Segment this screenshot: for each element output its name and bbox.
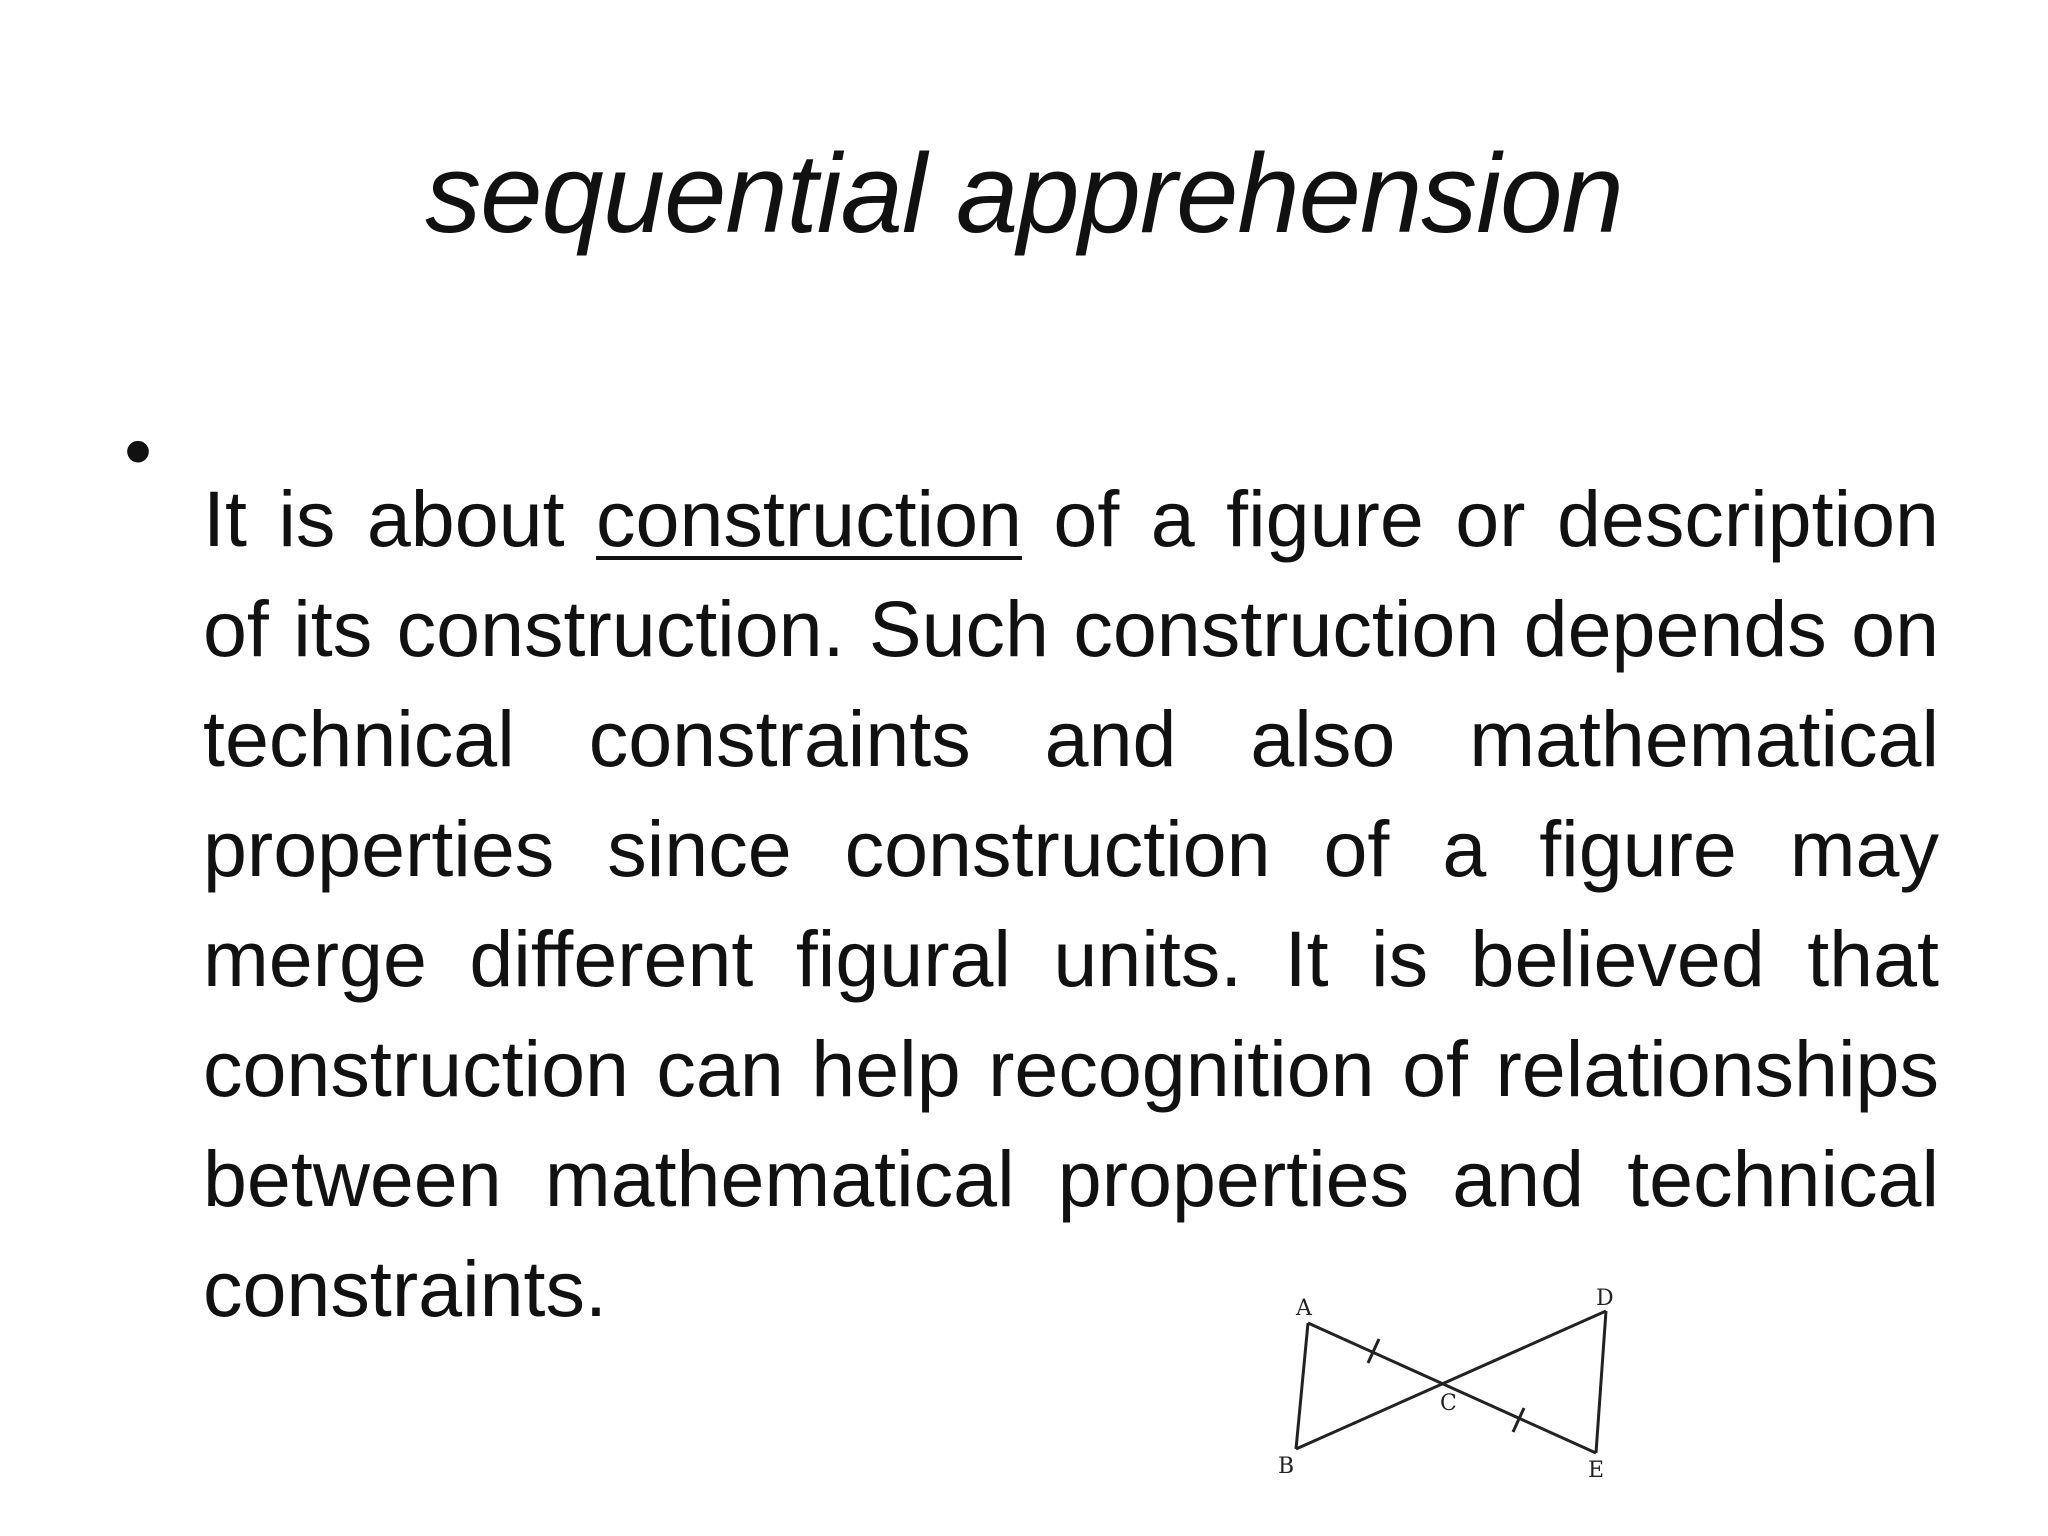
- segment-ab: [1294, 1322, 1310, 1450]
- underlined-word: construction: [596, 474, 1022, 563]
- geometry-figure-svg: A B C D E: [1278, 1286, 1614, 1483]
- label-e: E: [1588, 1458, 1604, 1483]
- bullet-item: • It is about construction of a figure o…: [124, 385, 1939, 1423]
- slide-title: sequential apprehension: [425, 131, 1624, 256]
- segment-de: [1594, 1310, 1608, 1454]
- bullet-text: It is about construction of a figure or …: [203, 464, 1939, 1344]
- tick-mark-ac: [1366, 1338, 1381, 1364]
- geometry-figure: A B C D E: [1268, 1283, 1638, 1483]
- segment-ae: [1307, 1321, 1597, 1455]
- label-a: A: [1295, 1296, 1313, 1321]
- segment-bd: [1295, 1309, 1607, 1451]
- tick-mark-ce: [1511, 1407, 1526, 1433]
- bullet-dot-icon: •: [124, 406, 153, 495]
- label-d: D: [1596, 1286, 1614, 1311]
- label-b: B: [1278, 1454, 1294, 1479]
- bullet-text-before: It is about: [203, 474, 597, 563]
- bullet-text-after: of a figure or description of its constr…: [203, 474, 1939, 1333]
- label-c: C: [1440, 1391, 1457, 1416]
